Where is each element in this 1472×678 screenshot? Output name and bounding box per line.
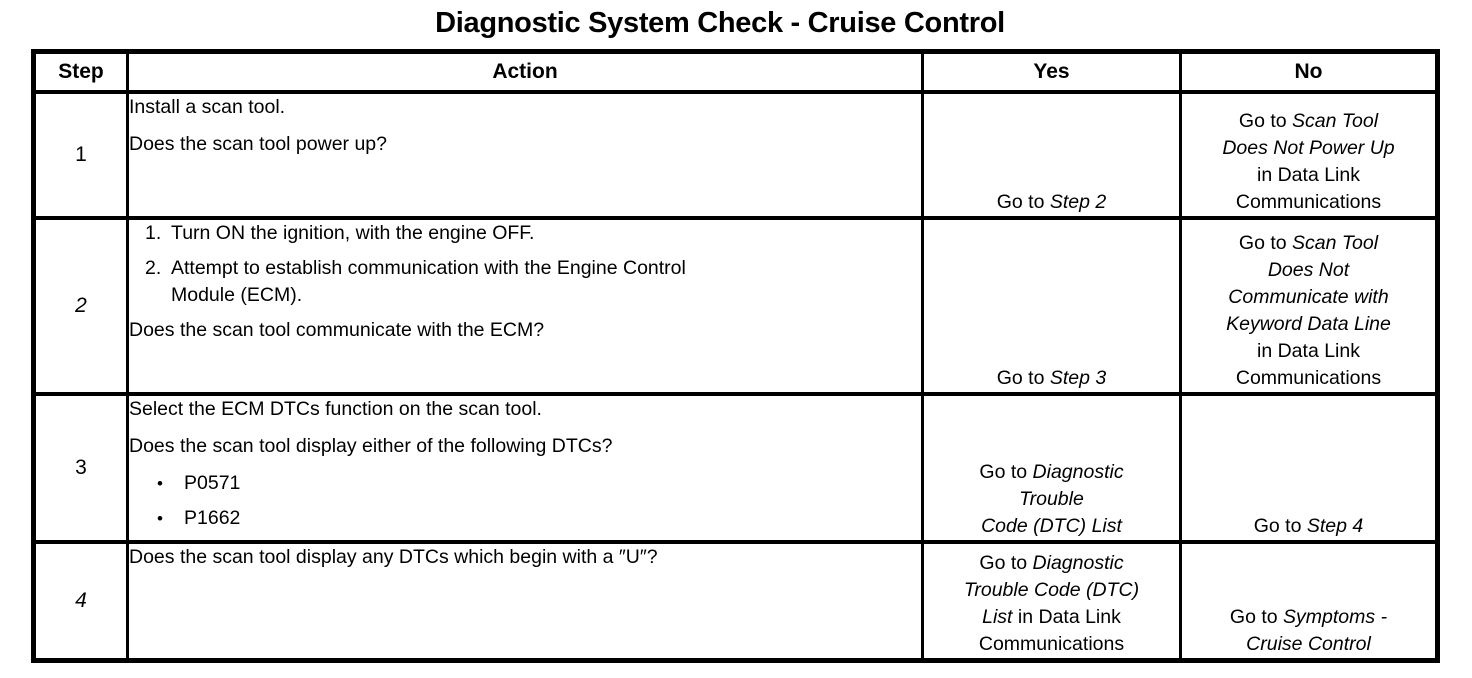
list-number: 1.	[145, 222, 162, 244]
list-number: 2.	[145, 257, 162, 279]
action-line-text: P1662	[184, 507, 241, 529]
bullet-marker: •	[157, 474, 163, 493]
column-header-no: No	[1179, 49, 1439, 94]
table-row-step-4: 4 Does the scan tool display any DTCs wh…	[32, 540, 1439, 663]
action-line: 2. Attempt to establish communication wit…	[131, 255, 920, 309]
header-row: Step Action Yes No	[32, 49, 1439, 94]
action-cell: Does the scan tool display any DTCs whic…	[126, 540, 924, 663]
step-number-cell: 4	[32, 540, 129, 663]
step-number-cell: 1	[32, 90, 129, 220]
action-cell: Install a scan tool. Does the scan tool p…	[126, 90, 924, 220]
action-cell: 1. Turn ON the ignition, with the engine …	[126, 216, 924, 396]
step-number-cell: 3	[32, 392, 129, 544]
action-cell: Select the ECM DTCs function on the scan…	[126, 392, 924, 544]
column-header-action: Action	[126, 49, 924, 94]
action-line: Does the scan tool display either of the…	[129, 435, 613, 457]
action-line-text: Turn ON the ignition, with the engine OF…	[171, 222, 535, 244]
table-row-step-3: 3 Select the ECM DTCs function on the sc…	[32, 392, 1439, 544]
bullet-marker: •	[157, 509, 163, 528]
action-line: • P1662	[131, 505, 920, 532]
column-header-yes: Yes	[921, 49, 1182, 94]
action-line: Does the scan tool communicate with the …	[129, 319, 545, 341]
action-line: Does the scan tool power up?	[129, 133, 388, 155]
no-cell: Go to Scan Tool Does Not Communicate wit…	[1179, 216, 1439, 396]
action-line: Does the scan tool display any DTCs whic…	[129, 546, 658, 568]
table-row-step-1: 1 Install a scan tool. Does the scan tool…	[32, 90, 1439, 220]
action-line-text: Attempt to establish communication with …	[171, 257, 686, 306]
action-line: Select the ECM DTCs function on the scan…	[129, 398, 542, 420]
page-title: Diagnostic System Check - Cruise Control	[435, 7, 1005, 39]
table-row-step-2: 2 1. Turn ON the ignition, with the engin…	[32, 216, 1439, 396]
yes-cell: Go to Diagnostic Trouble Code (DTC) List…	[921, 540, 1182, 663]
action-line: • P0571	[131, 470, 920, 497]
yes-cell: Go to Step 3	[921, 216, 1182, 396]
no-cell: Go to Step 4	[1179, 392, 1439, 544]
action-line: Install a scan tool.	[129, 96, 286, 118]
step-number-cell: 2	[32, 216, 129, 396]
yes-cell: Go to Diagnostic Trouble Code (DTC) List	[921, 392, 1182, 544]
yes-cell: Go to Step 2	[921, 90, 1182, 220]
no-cell: Go to Scan Tool Does Not Power Up in Dat…	[1179, 90, 1439, 220]
action-line-text: P0571	[184, 472, 241, 494]
action-line: 1. Turn ON the ignition, with the engine …	[131, 222, 920, 247]
no-cell: Go to Symptoms - Cruise Control	[1179, 540, 1439, 663]
column-header-step: Step	[32, 49, 129, 94]
diagnostic-table: Step Action Yes No 1 Install a scan tool…	[31, 49, 1440, 663]
